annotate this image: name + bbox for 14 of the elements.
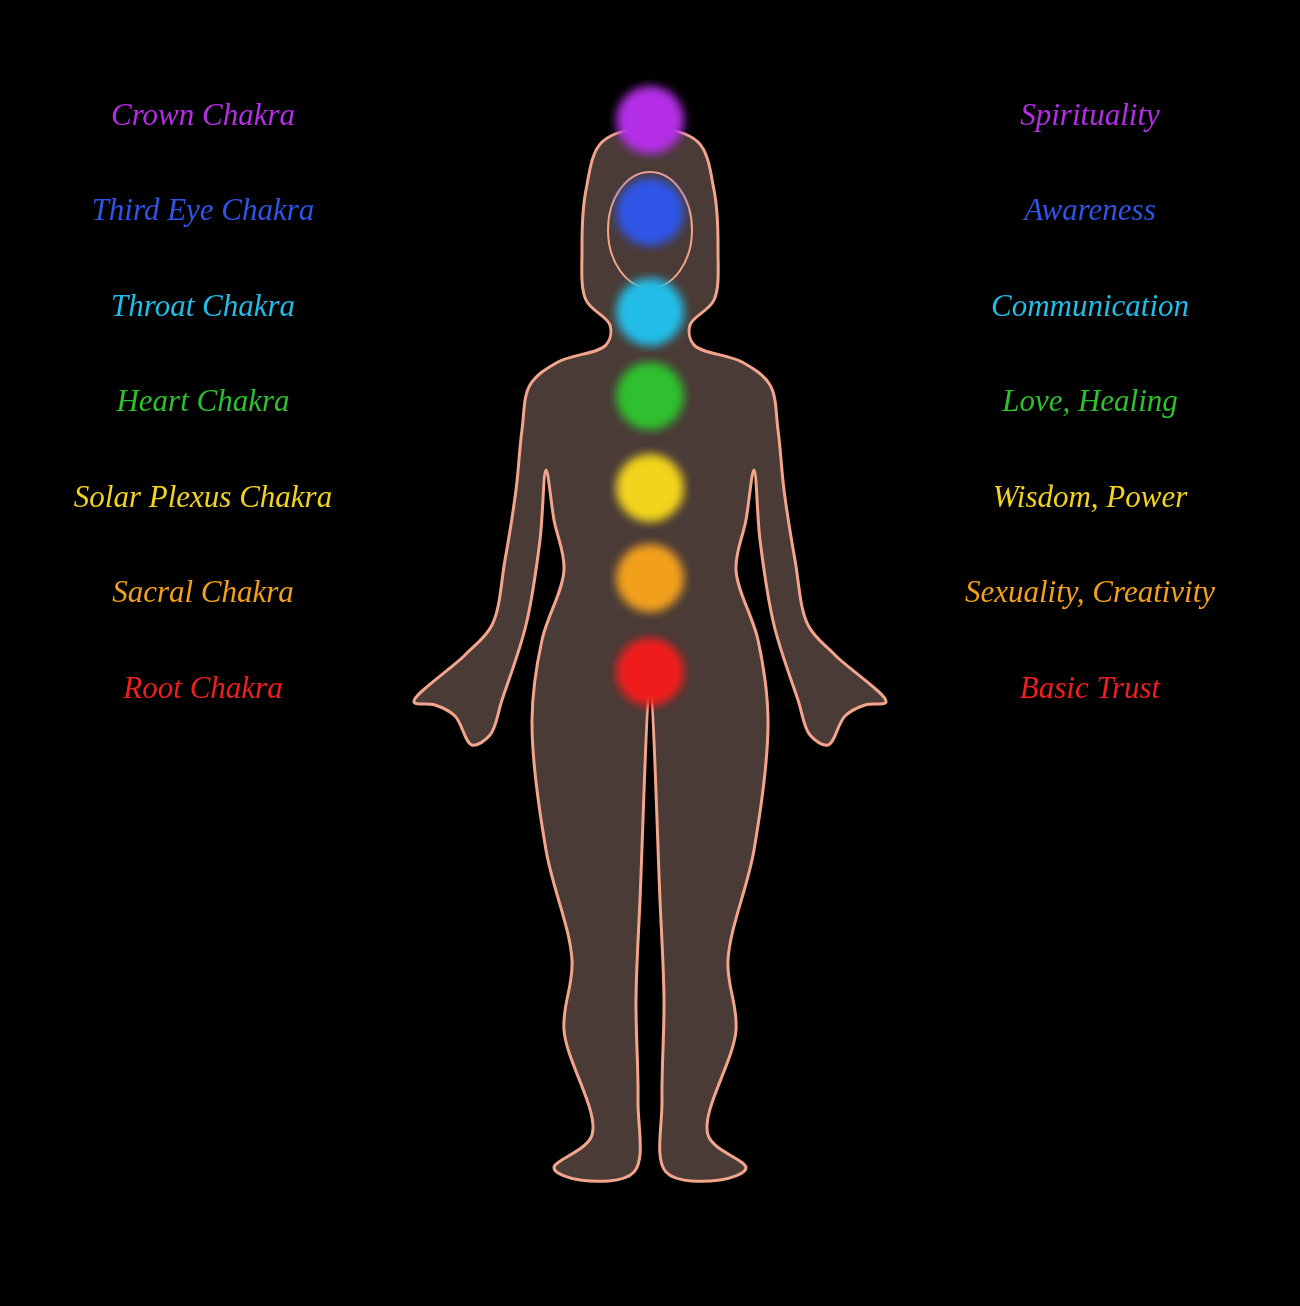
chakra-meaning-label: Basic Trust (1019, 670, 1161, 706)
chakra-name-label: Root Chakra (123, 670, 283, 706)
chakra-name-label: Heart Chakra (116, 383, 290, 419)
chakra-name-label: Crown Chakra (111, 97, 295, 133)
chakra-meaning-label: Sexuality, Creativity (964, 574, 1216, 610)
chakra-meaning-label: Communication (990, 288, 1190, 324)
chakra-meaning-label: Awareness (1024, 192, 1156, 228)
chakra-name-label: Throat Chakra (111, 288, 295, 324)
chakra-name-label: Solar Plexus Chakra (73, 479, 333, 515)
chakra-meaning-label: Spirituality (1020, 97, 1160, 133)
chakra-name-label: Third Eye Chakra (91, 192, 315, 228)
chakra-meaning-label: Wisdom, Power (992, 479, 1188, 515)
chakra-meaning-label: Love, Healing (1002, 383, 1178, 419)
chakra-name-label: Sacral Chakra (112, 574, 294, 610)
